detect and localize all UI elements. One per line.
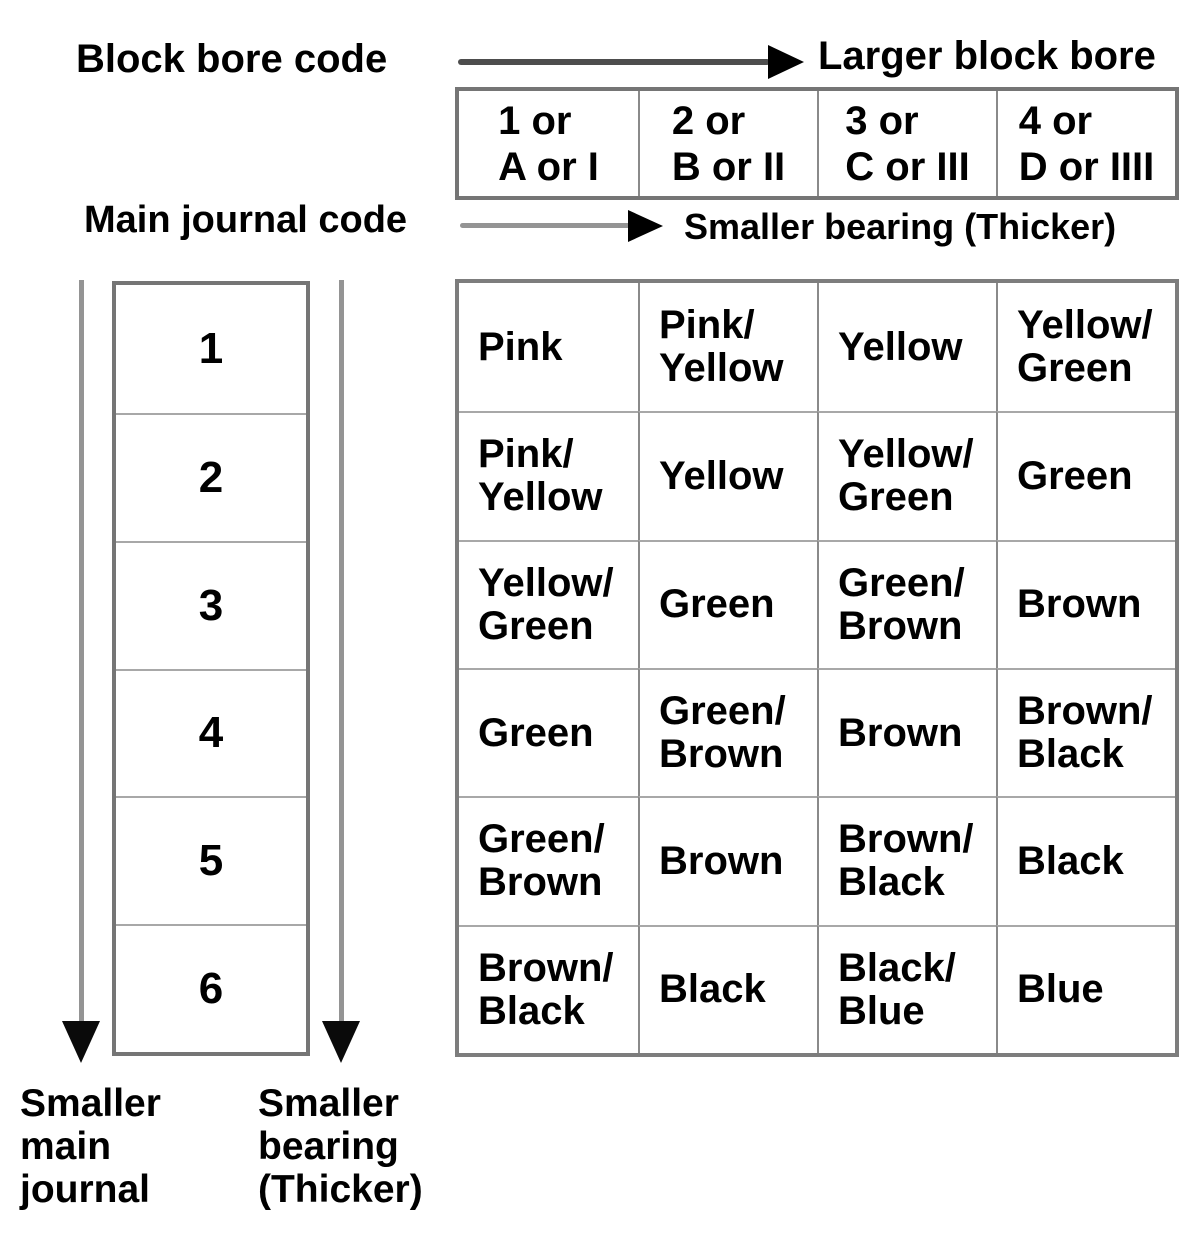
smaller-bearing-arrow-down-line [339, 280, 344, 1022]
main-journal-code-cell: 3 [116, 540, 306, 669]
block-bore-header-cell: 3 or C or III [817, 91, 996, 196]
bearing-color-cell: Yellow [817, 283, 996, 412]
bearing-color-cell: Green/ Brown [638, 667, 817, 797]
smaller-bearing-bottom-label: Smaller bearing (Thicker) [258, 1082, 423, 1211]
smaller-bearing-arrow-line [460, 223, 630, 228]
main-journal-code-cell: 6 [116, 924, 306, 1052]
block-bore-header-cell: 4 or D or IIII [996, 91, 1175, 196]
bearing-color-table: Pink Pink/ Yellow Yellow Yellow/ Green P… [455, 279, 1179, 1057]
bearing-color-cell: Brown/ Black [817, 796, 996, 925]
bearing-color-cell: Pink/ Yellow [638, 283, 817, 412]
smaller-main-journal-arrow-head-icon [62, 1021, 100, 1063]
smaller-main-journal-label: Smaller main journal [20, 1082, 161, 1211]
bearing-color-cell: Brown/ Black [996, 667, 1175, 797]
main-journal-code-cell: 2 [116, 412, 306, 541]
smaller-bearing-arrow-head-icon [628, 210, 663, 242]
main-journal-code-cell: 1 [198, 323, 224, 373]
main-journal-code-table: 1 2 3 4 5 6 [112, 281, 310, 1056]
smaller-main-journal-arrow-line [79, 280, 84, 1022]
bearing-color-cell: Green [638, 539, 817, 668]
block-bore-header-text: 4 or D or IIII [1018, 98, 1155, 189]
bearing-color-cell: Blue [996, 924, 1175, 1053]
bearing-color-cell: Yellow/ Green [817, 411, 996, 540]
block-bore-header-text: 1 or A or I [498, 98, 599, 189]
bearing-color-cell: Yellow/ Green [459, 539, 638, 668]
bearing-color-cell: Green/ Brown [817, 539, 996, 668]
bearing-color-cell: Black/ Blue [817, 924, 996, 1053]
block-bore-header-table: 1 or A or I 2 or B or II 3 or C or III 4… [455, 87, 1179, 200]
smaller-bearing-arrow-down-head-icon [322, 1021, 360, 1063]
block-bore-code-label: Block bore code [76, 37, 388, 81]
bearing-color-cell: Black [638, 924, 817, 1053]
bearing-color-cell: Green [459, 667, 638, 796]
bearing-color-cell: Green/ Brown [459, 796, 638, 924]
block-bore-header-text: 3 or C or III [845, 98, 970, 189]
bearing-color-cell: Black [996, 796, 1175, 925]
bearing-color-cell: Brown [817, 667, 996, 797]
smaller-bearing-top-label: Smaller bearing (Thicker) [684, 206, 1117, 247]
main-journal-code-cell: 4 [116, 668, 306, 797]
block-bore-header-text: 2 or B or II [671, 98, 786, 189]
block-bore-header-cell: 2 or B or II [638, 91, 817, 196]
block-bore-header-cell: 1 or A or I [459, 91, 638, 196]
main-journal-code-cell: 5 [116, 796, 306, 924]
bearing-color-cell: Brown [638, 796, 817, 925]
block-bore-arrow-head-icon [768, 45, 804, 79]
bearing-color-cell: Brown/ Black [459, 924, 638, 1053]
bearing-color-cell: Brown [996, 539, 1175, 668]
bearing-color-cell: Yellow [638, 411, 817, 540]
bearing-color-cell: Pink [478, 324, 563, 369]
larger-block-bore-label: Larger block bore [818, 34, 1156, 78]
bearing-color-cell: Green [996, 411, 1175, 540]
block-bore-arrow-line [458, 59, 770, 65]
bearing-color-cell: Yellow/ Green [996, 283, 1175, 412]
bearing-color-cell: Pink/ Yellow [459, 411, 638, 539]
main-journal-code-label: Main journal code [84, 199, 408, 241]
